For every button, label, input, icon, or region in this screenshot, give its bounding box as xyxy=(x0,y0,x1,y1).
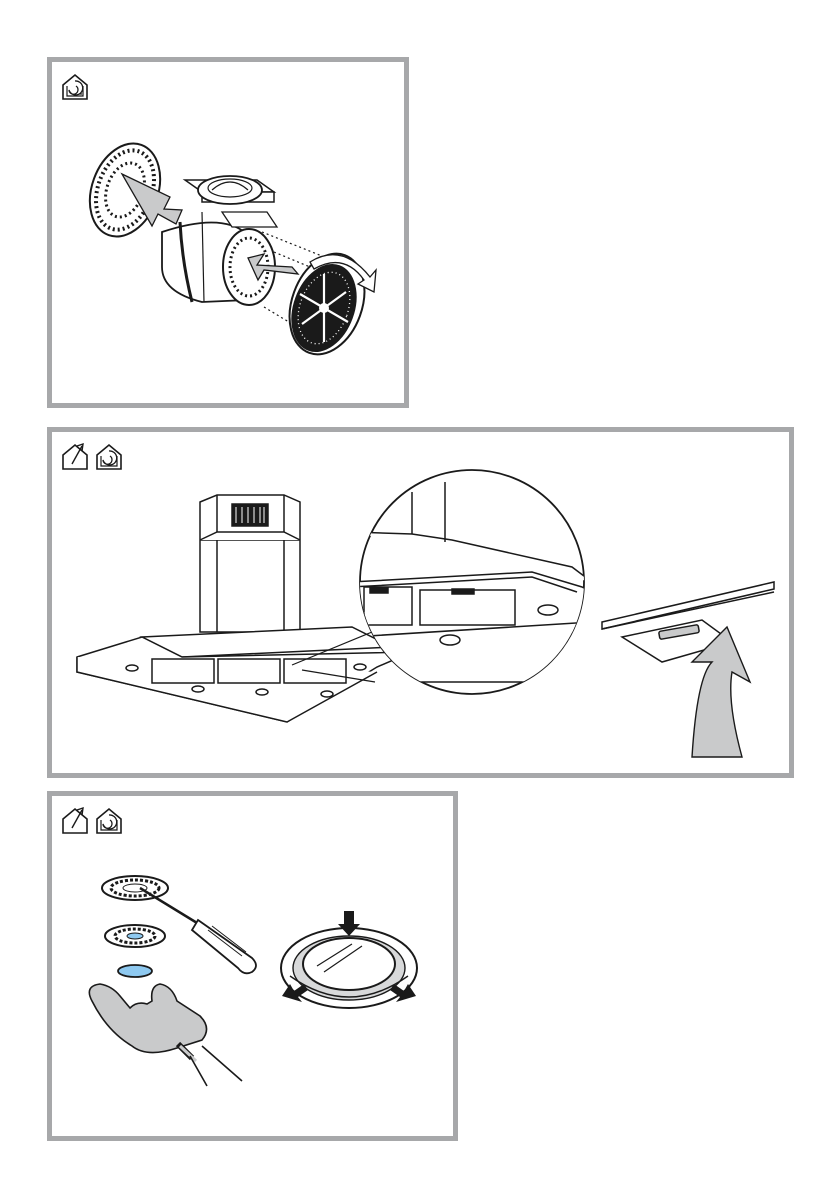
filter-latch-detail xyxy=(602,582,774,662)
lamp-replacement-illustration xyxy=(52,796,453,1136)
filter-install-illustration xyxy=(52,62,404,403)
panel-lamp-replacement xyxy=(47,791,458,1141)
hood-chimney xyxy=(200,495,300,632)
carbon-filter-left xyxy=(78,134,173,247)
grease-filter-illustration xyxy=(52,432,789,773)
led-lamp xyxy=(118,965,152,977)
lamp-lens-diagram xyxy=(281,928,417,1008)
arm xyxy=(190,1046,242,1086)
panel-carbon-filter-install xyxy=(47,57,409,408)
motor-housing xyxy=(162,176,277,305)
lamp-cover xyxy=(102,876,168,900)
gloved-hand xyxy=(89,984,206,1061)
lamp-holder xyxy=(105,925,165,947)
detail-magnifier xyxy=(352,470,612,694)
panel-grease-filter-removal xyxy=(47,427,794,778)
hood-canopy xyxy=(77,627,412,722)
